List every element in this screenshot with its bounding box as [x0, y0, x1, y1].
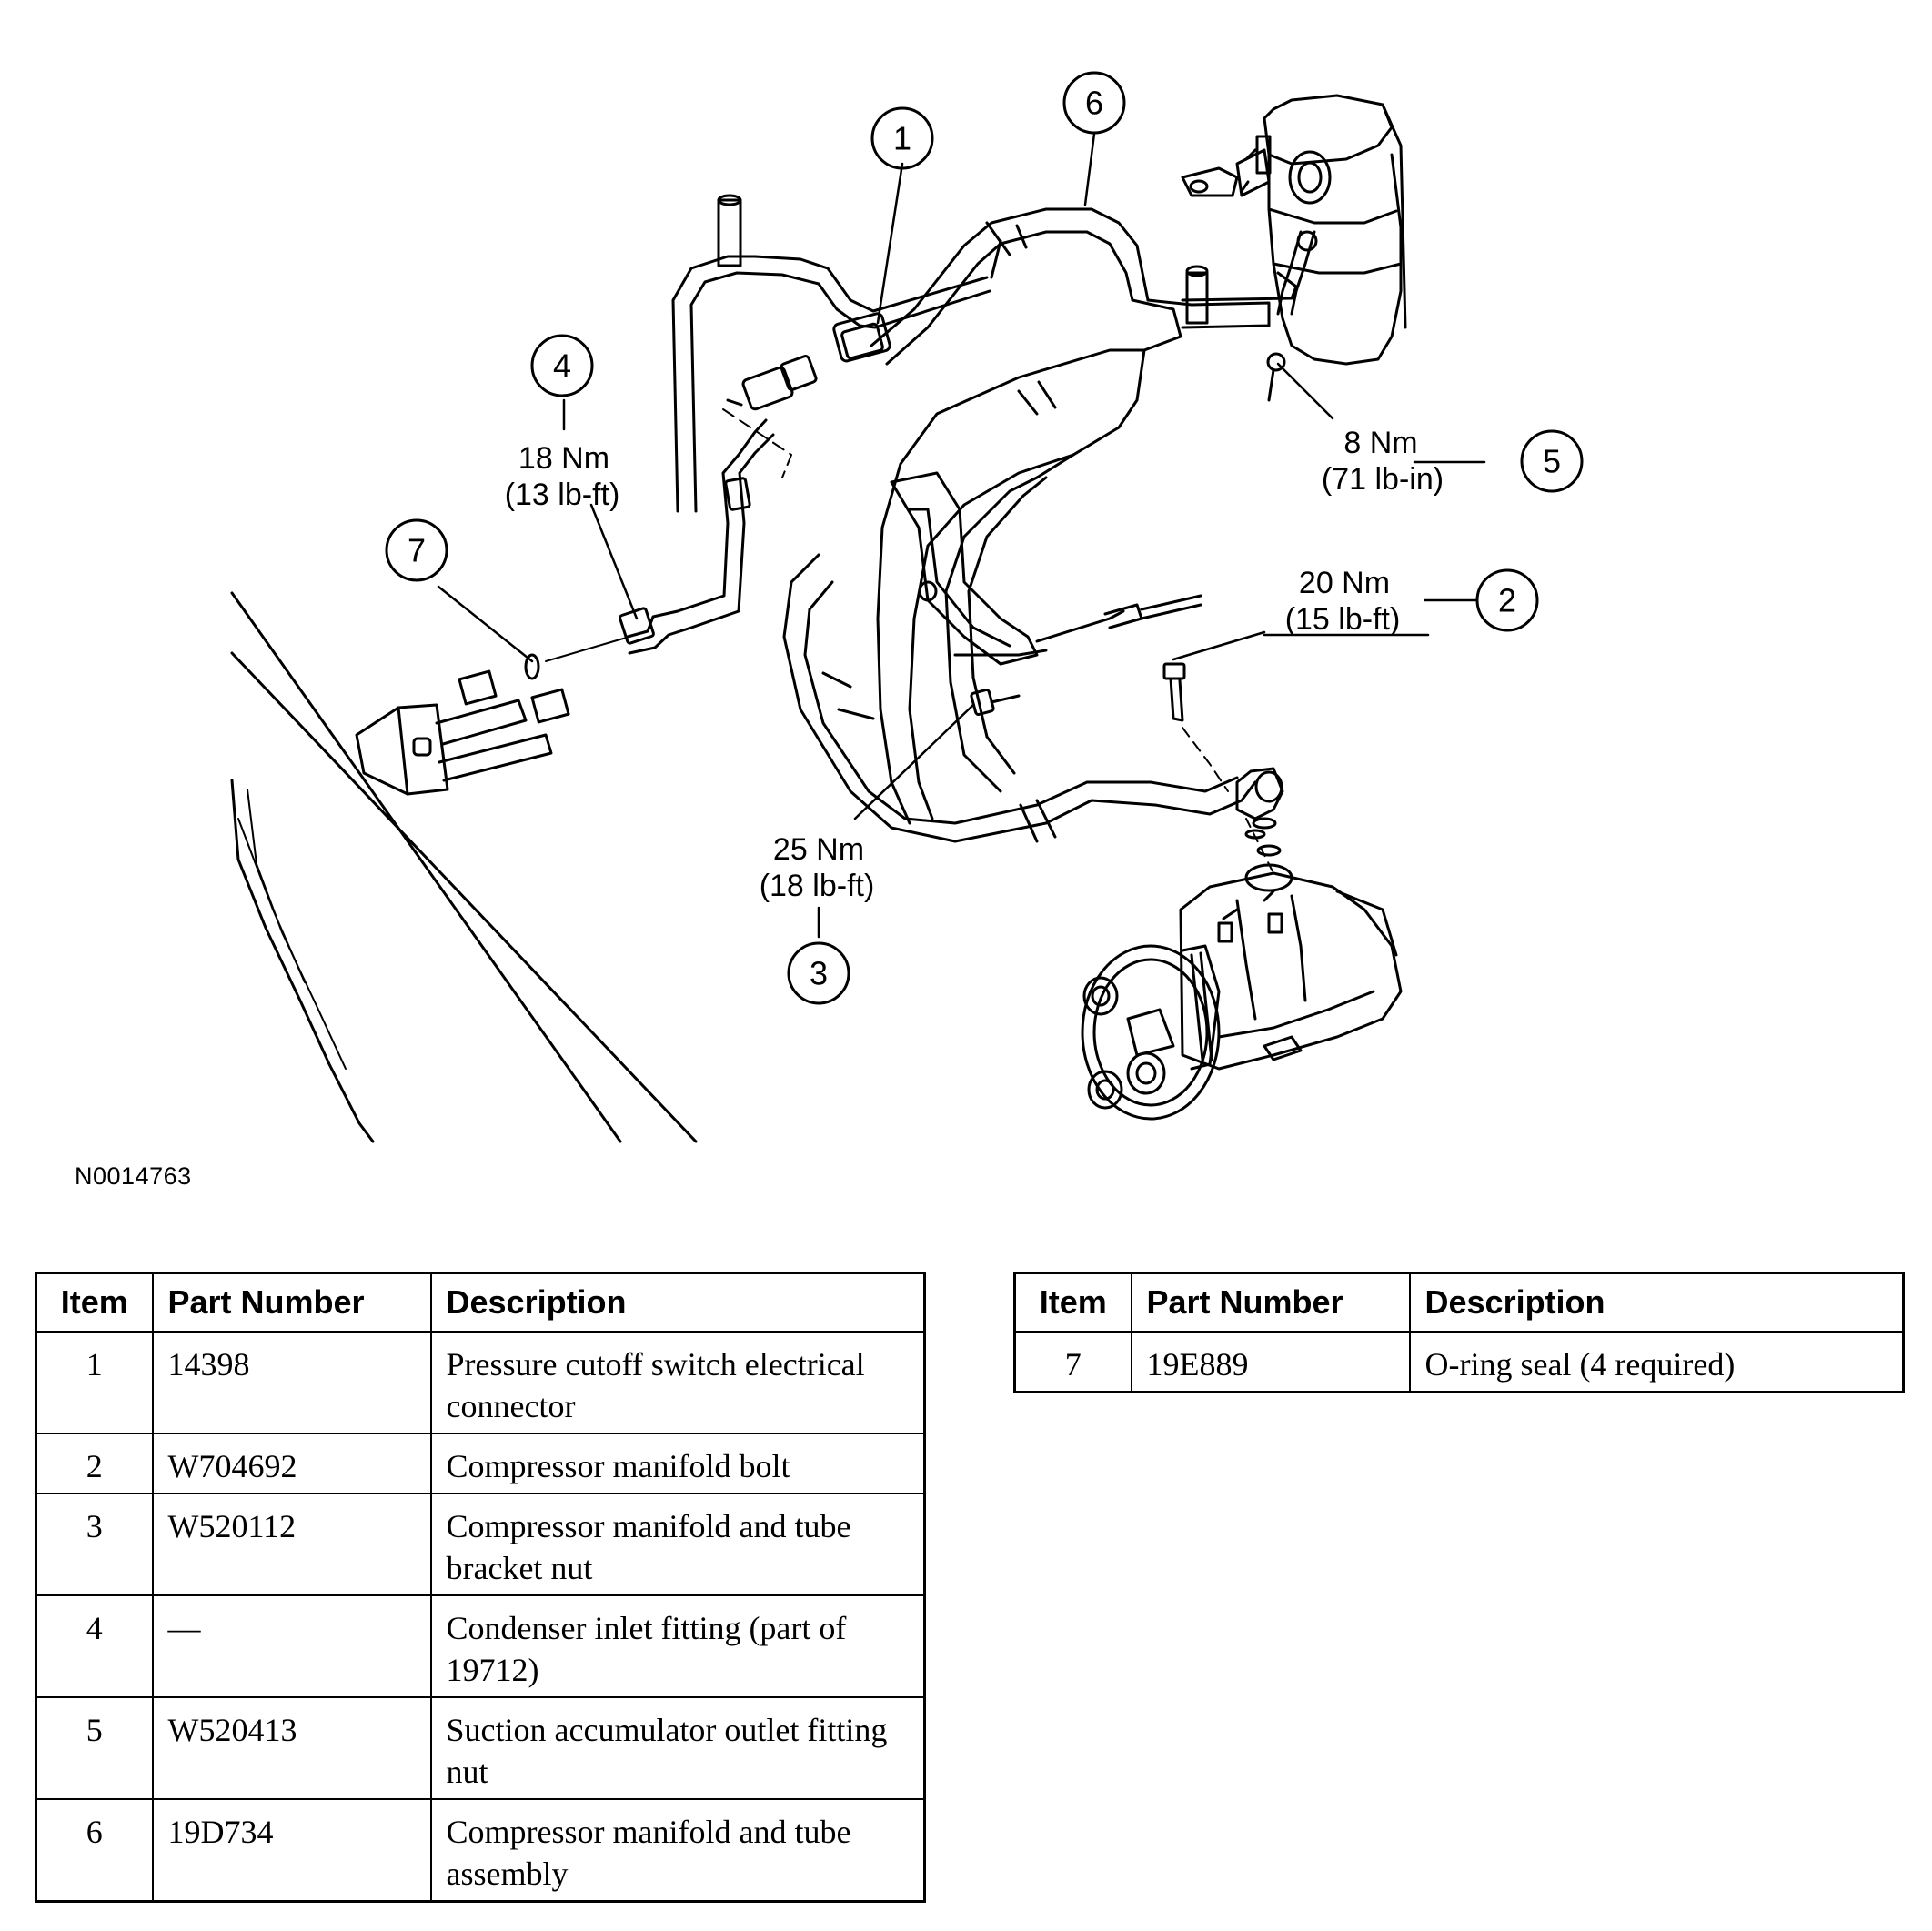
- callout-number-5: 5: [1543, 443, 1561, 480]
- cell-item: 4: [35, 1594, 154, 1698]
- torque-label-2-imp: (15 lb-ft): [1285, 602, 1401, 637]
- torque-label-2-nm: 20 Nm: [1299, 566, 1390, 600]
- callout-circle-3: [787, 941, 850, 1005]
- cell-part-number: 19D734: [151, 1798, 432, 1903]
- table-row: 6 19D734 Compressor manifold and tube as…: [35, 1798, 926, 1903]
- cell-part-number: 19E889: [1130, 1331, 1411, 1393]
- header-part-number: Part Number: [151, 1272, 432, 1333]
- manifold-tube-assembly: [782, 207, 1298, 843]
- cell-description: Compressor manifold bolt: [429, 1433, 926, 1494]
- cell-description: Pressure cutoff switch electrical connec…: [429, 1331, 926, 1434]
- torque-label-4-imp: (13 lb-ft): [505, 478, 620, 512]
- callout-circle-6: [1062, 71, 1126, 135]
- leader-lines: [437, 132, 1486, 939]
- table-header-row: Item Part Number Description: [35, 1272, 926, 1333]
- table-row: 1 14398 Pressure cutoff switch electrica…: [35, 1331, 926, 1434]
- table-row: 5 W520413 Suction accumulator outlet fit…: [35, 1696, 926, 1800]
- exploded-view-diagram: 1 2 3 4 5 6 7 18 Nm (13 lb-ft) 8 Nm (71 …: [230, 71, 1584, 1143]
- cell-description: Condenser inlet fitting (part of 19712): [429, 1594, 926, 1698]
- callout-circle-5: [1520, 429, 1584, 493]
- cell-part-number: —: [151, 1594, 432, 1698]
- body-panel-lines: [230, 591, 698, 1143]
- table-row: 2 W704692 Compressor manifold bolt: [35, 1433, 926, 1494]
- cell-description: Compressor manifold and tube bracket nut: [429, 1493, 926, 1596]
- callout-circle-1: [870, 106, 934, 170]
- callout-number-2: 2: [1498, 582, 1516, 619]
- callout-circle-7: [385, 518, 448, 582]
- header-item: Item: [35, 1272, 154, 1333]
- callout-number-1: 1: [893, 120, 911, 157]
- callout-number-7: 7: [408, 532, 426, 569]
- header-item: Item: [1013, 1272, 1132, 1333]
- torque-label-3-nm: 25 Nm: [773, 832, 864, 867]
- cell-item: 5: [35, 1696, 154, 1800]
- table-row: 3 W520112 Compressor manifold and tube b…: [35, 1493, 926, 1596]
- cell-part-number: 14398: [151, 1331, 432, 1434]
- suction-accumulator: [1181, 94, 1407, 402]
- torque-label-5-imp: (71 lb-in): [1322, 462, 1444, 497]
- cell-description: Suction accumulator outlet fitting nut: [429, 1696, 926, 1800]
- table-row: 7 19E889 O-ring seal (4 required): [1013, 1331, 1905, 1393]
- cell-item: 2: [35, 1433, 154, 1494]
- callout-circle-4: [530, 334, 594, 397]
- manifold-studs: [970, 594, 1229, 792]
- callout-number-4: 4: [553, 347, 571, 385]
- header-description: Description: [429, 1272, 926, 1333]
- cell-item: 6: [35, 1798, 154, 1903]
- callout-number-3: 3: [810, 955, 828, 992]
- cell-item: 3: [35, 1493, 154, 1596]
- torque-label-4-nm: 18 Nm: [518, 441, 609, 476]
- cell-description: Compressor manifold and tube assembly: [429, 1798, 926, 1903]
- o-ring-seal: [524, 653, 540, 680]
- torque-label-5-nm: 8 Nm: [1343, 426, 1417, 460]
- torque-label-3-imp: (18 lb-ft): [760, 869, 875, 903]
- table-header-row: Item Part Number Description: [1013, 1272, 1905, 1333]
- callout-number-6: 6: [1085, 85, 1103, 122]
- figure-id: N0014763: [75, 1162, 192, 1190]
- header-description: Description: [1408, 1272, 1905, 1333]
- pressure-switch-connector: [722, 312, 891, 478]
- parts-table-left: Item Part Number Description 1 14398 Pre…: [35, 1272, 926, 1903]
- table-row: 4 — Condenser inlet fitting (part of 197…: [35, 1594, 926, 1698]
- ac-compressor: [1081, 817, 1403, 1121]
- cell-item: 1: [35, 1331, 154, 1434]
- header-part-number: Part Number: [1130, 1272, 1411, 1333]
- cell-part-number: W704692: [151, 1433, 432, 1494]
- cell-part-number: W520413: [151, 1696, 432, 1800]
- cell-item: 7: [1013, 1331, 1132, 1393]
- condenser-inlet-block: [355, 669, 570, 796]
- cell-description: O-ring seal (4 required): [1408, 1331, 1905, 1393]
- parts-table-right: Item Part Number Description 7 19E889 O-…: [1013, 1272, 1905, 1393]
- cell-part-number: W520112: [151, 1493, 432, 1596]
